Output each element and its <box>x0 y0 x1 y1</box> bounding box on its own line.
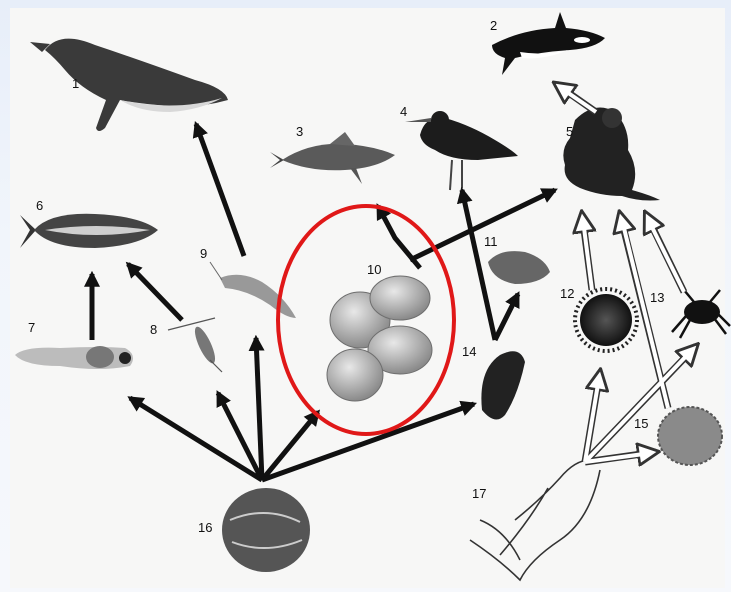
clams-icon <box>327 276 432 401</box>
node-label-11: 11 <box>484 234 498 249</box>
kelp-icon <box>470 460 600 580</box>
node-label-10: 10 <box>367 262 381 277</box>
fish-larva-icon <box>15 346 133 369</box>
node-label-8: 8 <box>150 322 157 337</box>
solid-arrows <box>92 124 555 480</box>
copepod-icon <box>168 318 222 372</box>
mussel-icon <box>481 351 525 419</box>
node-label-15: 15 <box>634 416 648 431</box>
crab-icon <box>672 290 730 338</box>
oystercatcher-bird-icon <box>405 111 518 190</box>
node-label-13: 13 <box>650 290 664 305</box>
node-label-1: 1 <box>72 76 79 91</box>
node-label-17: 17 <box>472 486 486 501</box>
small-fish-icon <box>20 214 158 248</box>
orca-icon <box>492 12 605 75</box>
sea-otter-icon <box>563 108 660 201</box>
coralline-algae-icon <box>658 407 722 465</box>
node-label-12: 12 <box>560 286 574 301</box>
fish-icon <box>270 132 395 184</box>
node-label-4: 4 <box>400 104 407 119</box>
node-label-6: 6 <box>36 198 43 213</box>
node-label-7: 7 <box>28 320 35 335</box>
humpback-whale-icon <box>30 39 228 131</box>
node-label-16: 16 <box>198 520 212 535</box>
sea-urchin-icon <box>575 289 637 351</box>
node-label-5: 5 <box>566 124 573 139</box>
node-label-2: 2 <box>490 18 497 33</box>
node-label-14: 14 <box>462 344 476 359</box>
node-label-3: 3 <box>296 124 303 139</box>
snail-icon <box>488 251 550 284</box>
node-label-9: 9 <box>200 246 207 261</box>
phytoplankton-icon <box>222 488 310 572</box>
